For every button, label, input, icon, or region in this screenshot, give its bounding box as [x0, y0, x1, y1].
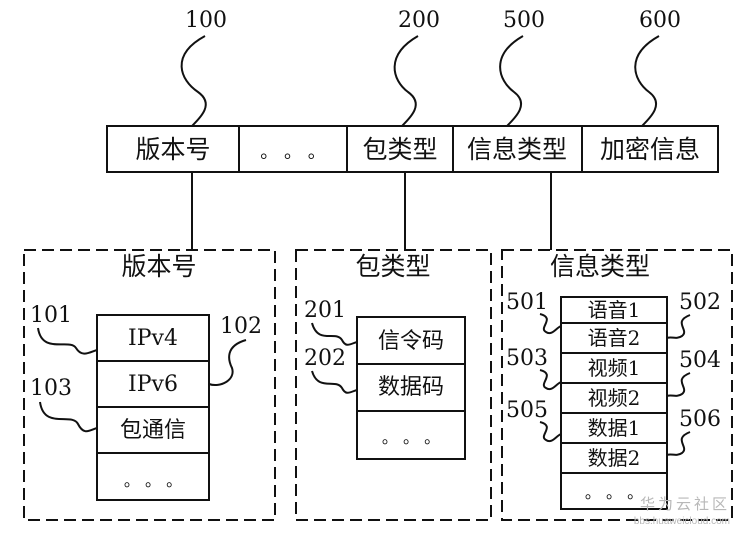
callout-202: 202: [304, 346, 346, 371]
panel-packet-type-title: 包类型: [355, 252, 430, 281]
leader-501: [539, 313, 562, 335]
leader-102: [208, 339, 247, 386]
header-field-encryption-box: [581, 125, 719, 173]
header-field-encryption: 加密信息: [600, 135, 700, 164]
panel-info-type-row-data2: 数据2: [588, 446, 641, 470]
panel-packet-type-frame: [295, 249, 492, 521]
panel-version-frame: [23, 249, 276, 521]
callout-103: 103: [30, 376, 72, 401]
panel-packet-type-row-data: 数据码: [378, 375, 444, 400]
panel-info-type-row-data1: 数据1: [588, 416, 641, 440]
leader-504: [666, 372, 691, 397]
panel-packet-type: 包类型 信令码 数据码 。 。 。 201 202: [295, 249, 492, 521]
panel-packet-type-table: [356, 316, 466, 460]
callout-101: 101: [30, 303, 72, 328]
header-field-ellipsis: 。 。 。: [260, 142, 325, 163]
panel-version-title: 版本号: [121, 252, 196, 281]
header-leader-lines: [180, 35, 660, 127]
callout-102: 102: [220, 314, 262, 339]
panel-version-row-ipv6: IPv6: [128, 372, 178, 397]
header-callouts: 100 200 500 600: [185, 8, 681, 33]
header-field-version: 版本号: [135, 135, 210, 164]
panel-version-row-ipv4: IPv4: [128, 326, 178, 351]
leader-100: [180, 35, 207, 127]
callout-506: 506: [679, 407, 721, 432]
panel-info-type-row-voice1: 语音1: [588, 298, 641, 322]
leader-202: [311, 370, 358, 394]
leader-103: [39, 401, 98, 433]
header-field-info-type: 信息类型: [467, 135, 567, 164]
watermark: 华为云社区 bbs.huaweicloud.com: [634, 496, 730, 527]
panel-info-type-table: [560, 296, 668, 510]
header-to-panel-connectors: [191, 172, 552, 250]
leader-506: [666, 431, 691, 456]
callout-500: 500: [503, 8, 545, 33]
callout-501: 501: [506, 290, 548, 315]
callout-505: 505: [506, 398, 548, 423]
panel-info-type-row-ellipsis: 。 。 。: [585, 483, 643, 502]
watermark-name: 华为云社区: [640, 496, 730, 513]
panel-version: 版本号 IPv4 IPv6 包通信 。 。 。 101 102 103: [23, 249, 276, 521]
panel-packet-type-row-signaling: 信令码: [378, 329, 444, 354]
leader-101: [37, 327, 98, 355]
callout-200: 200: [398, 8, 440, 33]
panel-version-row-packet-comm: 包通信: [120, 418, 186, 443]
callout-503: 503: [506, 346, 548, 371]
callout-504: 504: [679, 348, 721, 373]
header-field-labels: 版本号 。 。 。 包类型 信息类型 加密信息: [135, 135, 700, 164]
panel-info-type-frame: [501, 249, 733, 521]
header-field-packet-type: 包类型: [362, 135, 437, 164]
leader-502: [666, 314, 691, 339]
panel-info-type: 信息类型 语音1 语音2 视频1 视频2 数据1 数据2 。 。 。 501 5…: [501, 249, 733, 521]
panel-info-type-row-video1: 视频1: [588, 356, 641, 380]
watermark-url: bbs.huaweicloud.com: [634, 516, 730, 527]
leader-200: [393, 35, 419, 127]
panel-version-table: [96, 314, 210, 501]
callout-600: 600: [639, 8, 681, 33]
panel-version-row-ellipsis: 。 。 。: [124, 471, 182, 490]
leader-500: [499, 35, 524, 127]
panel-info-type-row-voice2: 语音2: [588, 326, 641, 350]
leader-503: [539, 369, 562, 391]
callout-201: 201: [304, 298, 346, 323]
panel-info-type-row-video2: 视频2: [588, 386, 641, 410]
panel-info-type-title: 信息类型: [550, 252, 650, 281]
leader-505: [539, 421, 562, 443]
header-field-row: [106, 125, 719, 173]
panel-packet-type-row-ellipsis: 。 。 。: [382, 428, 440, 447]
leader-201: [311, 322, 358, 346]
callout-100: 100: [185, 8, 227, 33]
callout-502: 502: [679, 290, 721, 315]
leader-600: [634, 35, 660, 127]
